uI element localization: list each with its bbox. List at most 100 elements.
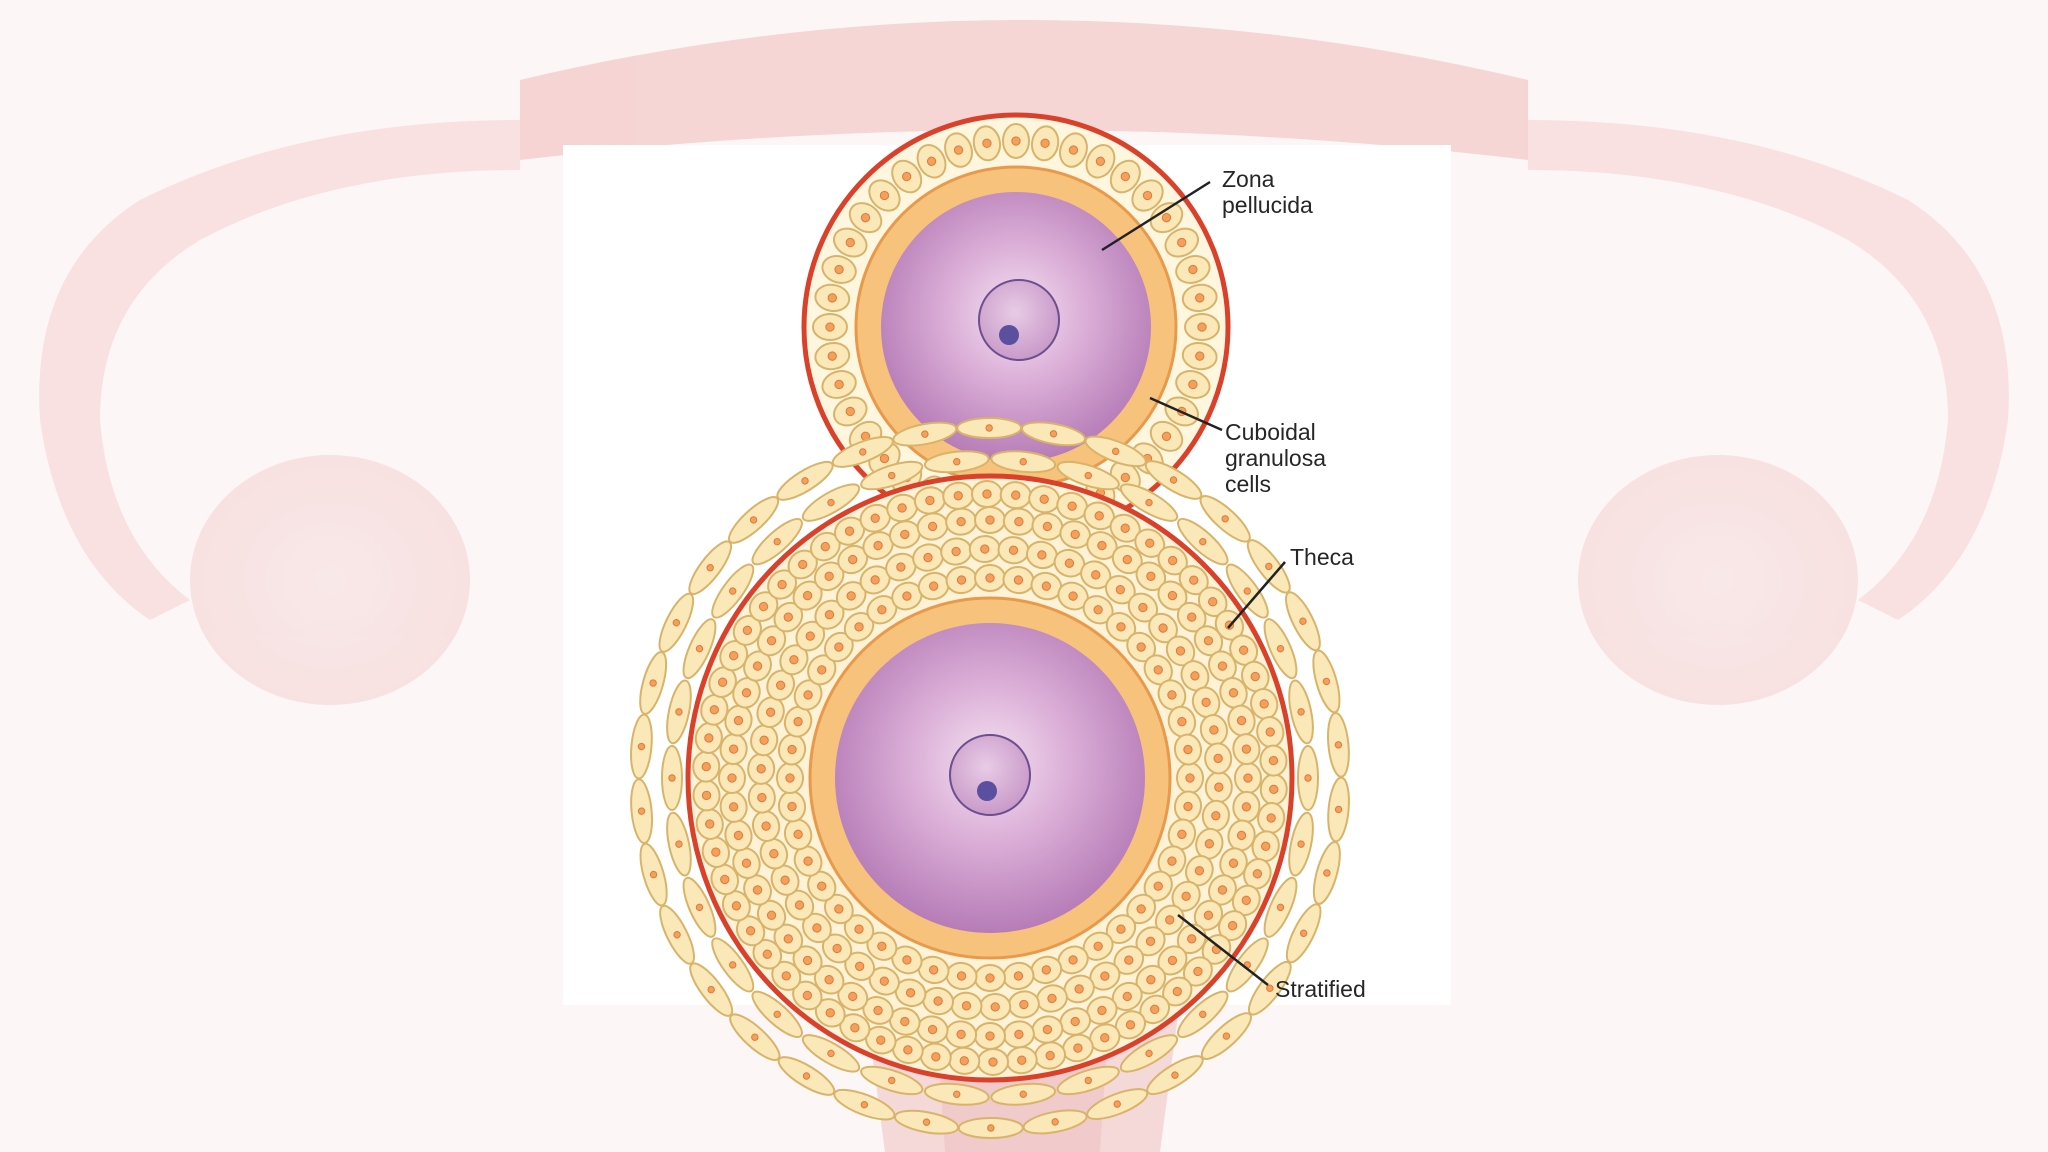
granulosa-cell bbox=[1184, 313, 1220, 341]
granulosa-cell bbox=[756, 625, 787, 657]
theca-cell bbox=[892, 421, 958, 447]
granulosa-cell bbox=[1204, 742, 1233, 775]
granulosa-cell bbox=[776, 762, 804, 794]
granulosa-cell bbox=[1259, 773, 1288, 806]
granulosa-cell bbox=[974, 564, 1006, 592]
granulosa-cell bbox=[718, 762, 746, 794]
granulosa-cell bbox=[1259, 744, 1288, 777]
theca-cell bbox=[1056, 1065, 1120, 1096]
oocyte-nucleolus-2 bbox=[977, 781, 997, 801]
granulosa-cell bbox=[1030, 125, 1060, 162]
theca-cell bbox=[923, 1082, 990, 1106]
granulosa-cell bbox=[892, 1035, 924, 1065]
granulosa-cell bbox=[1234, 762, 1262, 794]
theca-cell bbox=[990, 1082, 1057, 1106]
granulosa-cell bbox=[1036, 984, 1068, 1013]
granulosa-cell bbox=[891, 945, 923, 975]
theca-cell bbox=[860, 460, 924, 491]
granulosa-cell bbox=[732, 847, 761, 880]
granulosa-cell bbox=[912, 543, 944, 572]
granulosa-cell bbox=[972, 125, 1002, 162]
granulosa-cell bbox=[814, 283, 851, 313]
granulosa-cell bbox=[835, 581, 867, 611]
leader-theca bbox=[1227, 561, 1286, 629]
granulosa-cell bbox=[1171, 880, 1201, 912]
theca-layer bbox=[630, 417, 1350, 1139]
oocyte-nucleolus bbox=[999, 325, 1019, 345]
granulosa-cell bbox=[979, 992, 1012, 1021]
oocyte-nucleus-2 bbox=[949, 734, 1031, 816]
granulosa-cell bbox=[795, 620, 826, 652]
granulosa-cell bbox=[1201, 934, 1232, 965]
granulosa-cell bbox=[891, 159, 923, 194]
granulosa-cell bbox=[813, 561, 845, 592]
granulosa-cell bbox=[1131, 179, 1164, 212]
granulosa-cell bbox=[942, 481, 975, 510]
granulosa-cell bbox=[756, 899, 787, 931]
granulosa-cell bbox=[1182, 956, 1213, 987]
granulosa-cell bbox=[1056, 491, 1088, 521]
granulosa-cell bbox=[793, 679, 823, 711]
label-zona-pellucida-1: Zona bbox=[1222, 166, 1275, 192]
granulosa-cell bbox=[1232, 733, 1261, 766]
granulosa-cell bbox=[1030, 955, 1063, 985]
label-granulosa-3: cells bbox=[1225, 471, 1271, 497]
granulosa-cell bbox=[944, 132, 973, 168]
leader-granulosa bbox=[1149, 396, 1223, 432]
granulosa-cell bbox=[821, 255, 857, 284]
granulosa-cell bbox=[1085, 144, 1116, 179]
theca-cell bbox=[990, 450, 1057, 474]
granulosa-cell bbox=[945, 961, 978, 991]
label-granulosa-2: granulosa bbox=[1225, 445, 1326, 471]
leader-stratified bbox=[1177, 914, 1269, 986]
granulosa-cell bbox=[1173, 790, 1203, 823]
granulosa-cell bbox=[968, 535, 1001, 564]
granulosa-cell bbox=[1227, 704, 1256, 737]
granulosa-cell bbox=[724, 819, 753, 852]
theca-cell bbox=[956, 417, 1023, 440]
granulosa-cell bbox=[1139, 994, 1171, 1025]
granulosa-cell bbox=[1181, 283, 1218, 313]
granulosa-cell bbox=[812, 313, 848, 341]
theca-cell bbox=[711, 563, 755, 619]
granulosa-cell bbox=[888, 520, 921, 549]
granulosa-cell bbox=[1232, 790, 1261, 823]
granulosa-cell bbox=[1149, 202, 1184, 234]
granulosa-cell bbox=[974, 1022, 1006, 1050]
theca-cell bbox=[1225, 937, 1269, 993]
theca-cell bbox=[1084, 435, 1147, 468]
granulosa-cell bbox=[1243, 858, 1272, 890]
granulosa-cell bbox=[916, 512, 949, 541]
granulosa-cell bbox=[885, 552, 917, 582]
granulosa-cell bbox=[1173, 733, 1203, 766]
theca-cell bbox=[666, 811, 692, 877]
granulosa-cell bbox=[1257, 802, 1286, 834]
granulosa-cell bbox=[868, 179, 901, 212]
theca-cell bbox=[801, 483, 861, 522]
granulosa-cell bbox=[1034, 1041, 1067, 1070]
granulosa-cell bbox=[1250, 688, 1279, 720]
theca-cell bbox=[923, 450, 990, 474]
theca-cell bbox=[1312, 649, 1341, 714]
theca-cell bbox=[1056, 460, 1120, 491]
granulosa-cell bbox=[1157, 845, 1187, 877]
granulosa-cell bbox=[1135, 561, 1167, 592]
granulosa-cell bbox=[692, 779, 721, 812]
theca-cell bbox=[751, 990, 803, 1038]
granulosa-cell bbox=[750, 724, 779, 757]
theca-cell bbox=[1119, 1034, 1179, 1073]
granulosa-cell bbox=[1002, 123, 1030, 159]
granulosa-cell bbox=[974, 964, 1006, 992]
granulosa-cell bbox=[1157, 545, 1188, 576]
granulosa-cell bbox=[1165, 635, 1196, 667]
theca-cell bbox=[682, 876, 717, 938]
theca-cell bbox=[711, 937, 755, 993]
label-stratified: Stratified bbox=[1275, 976, 1366, 1002]
theca-cell bbox=[1263, 876, 1298, 938]
granulosa-cell bbox=[1082, 931, 1114, 961]
granulosa-cell bbox=[1127, 592, 1159, 623]
theca-cell bbox=[1225, 563, 1269, 619]
granulosa-cell bbox=[719, 733, 748, 766]
granulosa-cell bbox=[1218, 910, 1248, 942]
granulosa-cell bbox=[1181, 341, 1218, 371]
